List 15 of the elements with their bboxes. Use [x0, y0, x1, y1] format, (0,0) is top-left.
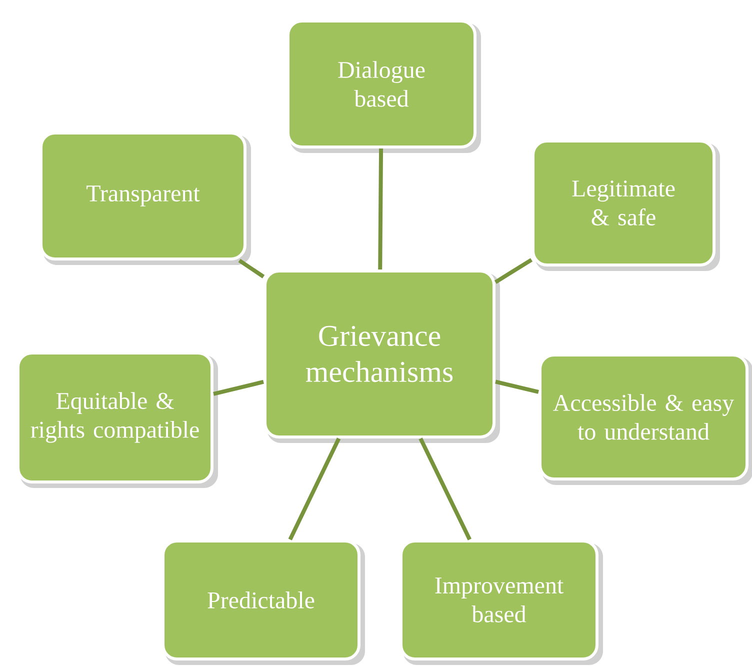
process-box: Equitable & rights compatible: [16, 352, 218, 488]
process-box: Grievance mechanisms: [264, 270, 500, 443]
process-box: Accessible & easy to understand: [538, 354, 752, 485]
process-box: Transparent: [40, 132, 251, 265]
connector-line: [418, 438, 472, 540]
connector-line: [213, 380, 264, 396]
process-box: Improvement based: [400, 540, 603, 665]
connector-line: [288, 438, 341, 540]
connector-line: [494, 258, 533, 284]
process-box: Predictable: [162, 540, 365, 665]
connector-line: [378, 148, 384, 270]
connector-line: [495, 380, 539, 394]
process-box: Legitimate & safe: [532, 140, 720, 271]
connector-line: [238, 258, 265, 278]
process-box: Dialogue based: [286, 20, 481, 153]
